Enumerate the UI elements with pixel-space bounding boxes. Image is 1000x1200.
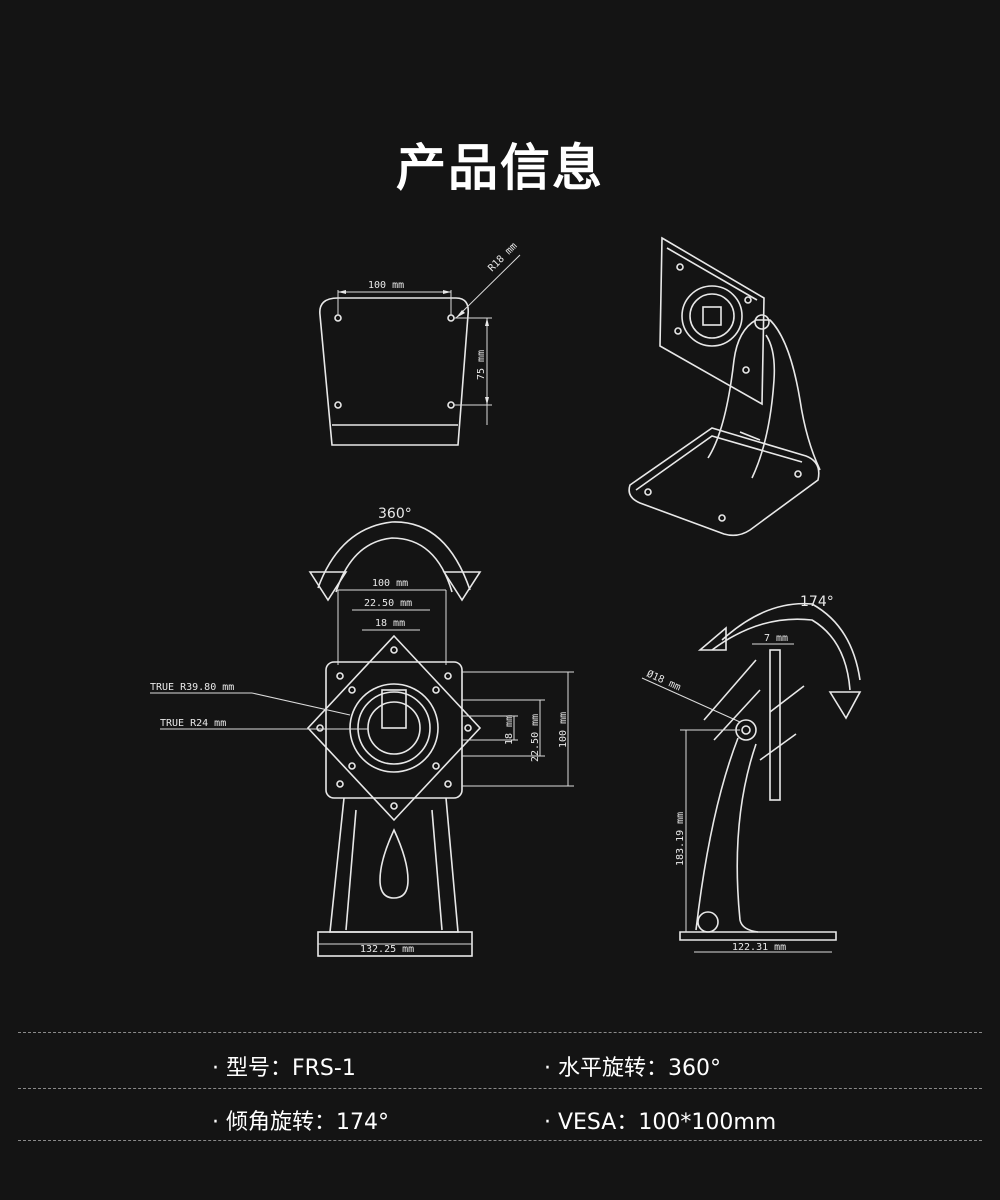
tilt-diameter-label: Ø18 mm <box>645 668 683 694</box>
rotation-angle-label: 360° <box>378 506 412 522</box>
spec-vesa: · VESA：100*100mm <box>544 1110 777 1135</box>
rotation-h1-label: 100 mm <box>558 712 569 748</box>
rotation-w2-label: 22.50 mm <box>364 598 412 609</box>
rotation-h3-label: 18 mm <box>504 715 515 745</box>
tilt-view: 174° 7 mm Ø18 mm 183.19 mm 122.31 mm <box>641 594 862 953</box>
spec-tilt-rotation: · 倾角旋转：174° <box>212 1110 389 1135</box>
divider <box>18 1032 982 1033</box>
spec-model: · 型号：FRS-1 <box>212 1056 356 1081</box>
tilt-angle-label: 174° <box>800 594 834 610</box>
tilt-base-label: 122.31 mm <box>732 942 786 953</box>
stand-isometric-view <box>628 236 821 537</box>
spec-horizontal-rotation: · 水平旋转：360° <box>544 1056 721 1081</box>
rotation-width-label: 100 mm <box>372 578 408 589</box>
rotation-w3-label: 18 mm <box>375 618 405 629</box>
divider <box>18 1140 982 1141</box>
rotation-base-label: 132.25 mm <box>360 944 414 955</box>
true-radius-1-label: TRUE R39.80 mm <box>150 682 234 693</box>
tilt-width-label: 7 mm <box>764 633 788 644</box>
plate-width-label: 100 mm <box>368 280 404 291</box>
plate-radius-label: R18 mm <box>486 241 519 274</box>
plate-height-label: 75 mm <box>476 350 487 380</box>
plate-front-view: 100 mm 75 mm R18 mm <box>319 241 521 446</box>
true-radius-2-label: TRUE R24 mm <box>160 718 226 729</box>
rotation-view: 360° 100 mm 22.50 mm 18 mm TRUE R39.80 m… <box>150 506 574 957</box>
page-title: 产品信息 <box>396 139 604 197</box>
rotation-h2-label: 22.50 mm <box>530 714 541 762</box>
divider <box>18 1088 982 1089</box>
tilt-height-label: 183.19 mm <box>675 812 686 866</box>
technical-drawings: 100 mm 75 mm R18 mm <box>150 236 862 957</box>
